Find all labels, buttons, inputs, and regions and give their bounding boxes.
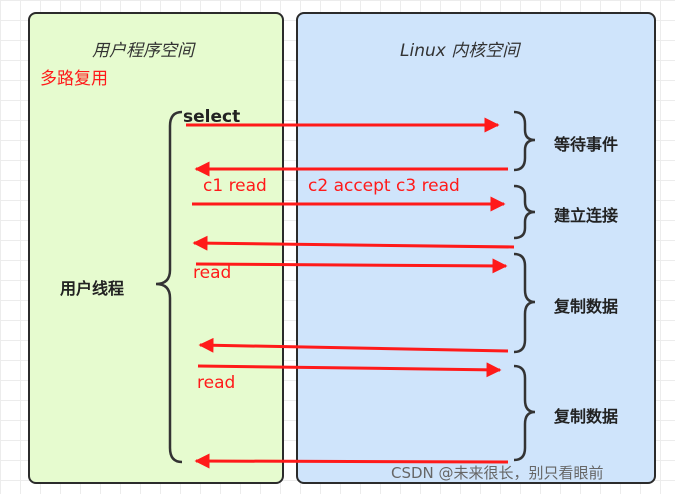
user-space-panel bbox=[28, 12, 284, 484]
user-thread-label: 用户线程 bbox=[60, 279, 125, 298]
kernel-brace-wait bbox=[513, 110, 536, 172]
user-thread-brace bbox=[155, 110, 183, 464]
arrow-copy-return-1 bbox=[198, 337, 509, 353]
arrow-label-c1-read: c1 read bbox=[203, 176, 267, 196]
multiplex-label: 多路复用 bbox=[40, 69, 108, 89]
kernel-event-copy-2: 复制数据 bbox=[554, 407, 619, 426]
kernel-brace-copy-1 bbox=[513, 252, 536, 354]
user-space-title: 用户程序空间 bbox=[92, 41, 194, 61]
kernel-brace-connect bbox=[513, 184, 536, 240]
kernel-event-connect: 建立连接 bbox=[554, 206, 619, 225]
arrow-copy-return-2 bbox=[194, 453, 509, 469]
arrow-label-accept-read: c2 accept c3 read bbox=[308, 176, 460, 196]
kernel-brace-copy-2 bbox=[513, 364, 536, 462]
arrow-read-2 bbox=[197, 362, 502, 378]
arrow-label-read-2: read bbox=[193, 263, 232, 283]
select-label: select bbox=[183, 107, 241, 127]
arrow-label-read-3: read bbox=[197, 373, 236, 393]
kernel-event-wait: 等待事件 bbox=[554, 135, 619, 154]
kernel-event-copy-1: 复制数据 bbox=[554, 297, 619, 316]
arrow-connect-return bbox=[192, 235, 515, 251]
kernel-space-title: Linux 内核空间 bbox=[400, 41, 520, 61]
watermark: CSDN @未来很长，别只看眼前 bbox=[391, 464, 604, 482]
arrow-read-1 bbox=[195, 258, 508, 274]
